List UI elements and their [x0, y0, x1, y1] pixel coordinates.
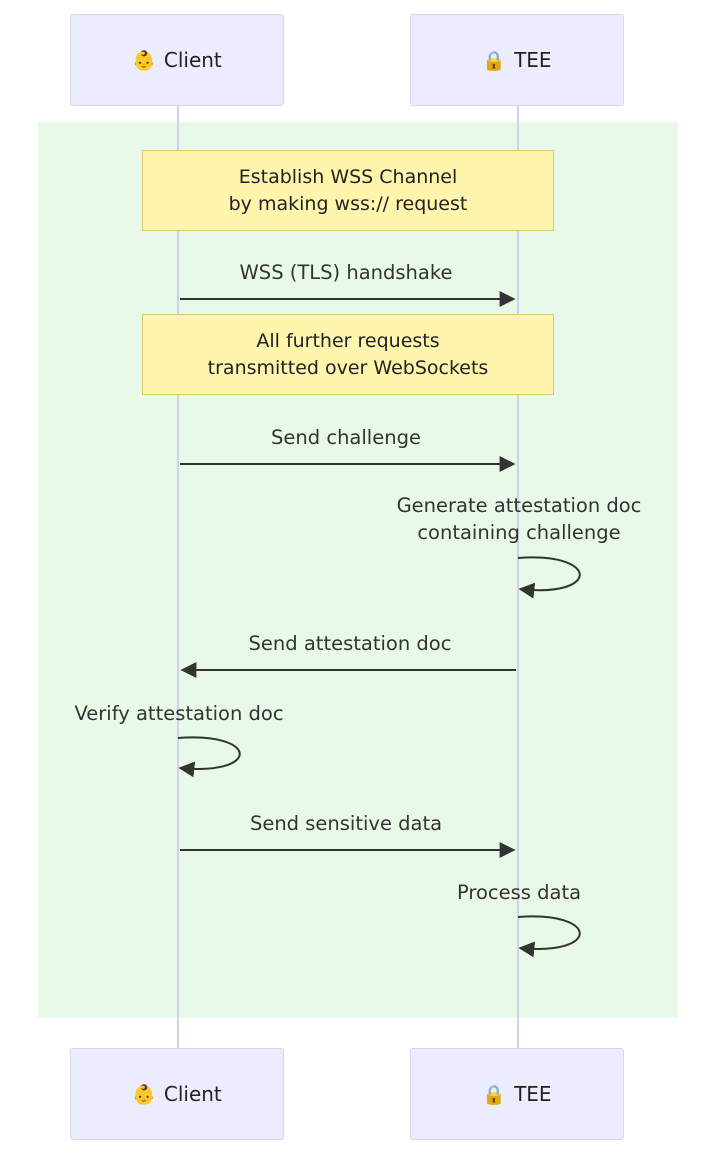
- self-loop-arrow: [517, 556, 581, 599]
- message-label: Send sensitive data: [249, 812, 443, 835]
- actor-client-bottom: 👶 Client: [70, 1048, 284, 1140]
- self-message-label: Generate attestation doc containing chal…: [369, 492, 669, 546]
- note-line: All further requests: [256, 329, 440, 352]
- actor-tee-top: 🔒 TEE: [410, 14, 624, 106]
- actor-label: TEE: [514, 1082, 552, 1106]
- message-label: Send challenge: [271, 426, 421, 449]
- padlock-icon: 🔒: [482, 1083, 507, 1106]
- note-establish-channel: Establish WSS Channel by making wss:// r…: [142, 150, 554, 231]
- actor-label: Client: [163, 1082, 222, 1106]
- message-label: WSS (TLS) handshake: [239, 261, 453, 284]
- note-line: by making wss:// request: [228, 192, 468, 215]
- self-loop-arrow: [517, 915, 581, 958]
- actor-label: TEE: [514, 48, 552, 72]
- self-loop-arrow: [177, 736, 241, 778]
- actor-client-top: 👶 Client: [70, 14, 284, 106]
- note-line: Establish WSS Channel: [238, 165, 458, 188]
- message-label: Send attestation doc: [248, 632, 452, 655]
- label-line: Generate attestation doc: [396, 494, 642, 517]
- baby-face-icon: 👶: [132, 49, 156, 72]
- note-line: transmitted over WebSockets: [207, 356, 489, 379]
- actor-tee-bottom: 🔒 TEE: [410, 1048, 624, 1140]
- note-websockets: All further requests transmitted over We…: [142, 314, 554, 395]
- baby-face-icon: 👶: [132, 1083, 156, 1106]
- self-message-label: Verify attestation doc: [74, 702, 284, 725]
- label-line: containing challenge: [417, 521, 621, 544]
- self-message-label: Process data: [456, 881, 582, 904]
- padlock-icon: 🔒: [482, 49, 507, 72]
- highlight-region: [38, 122, 678, 1018]
- actor-label: Client: [163, 48, 222, 72]
